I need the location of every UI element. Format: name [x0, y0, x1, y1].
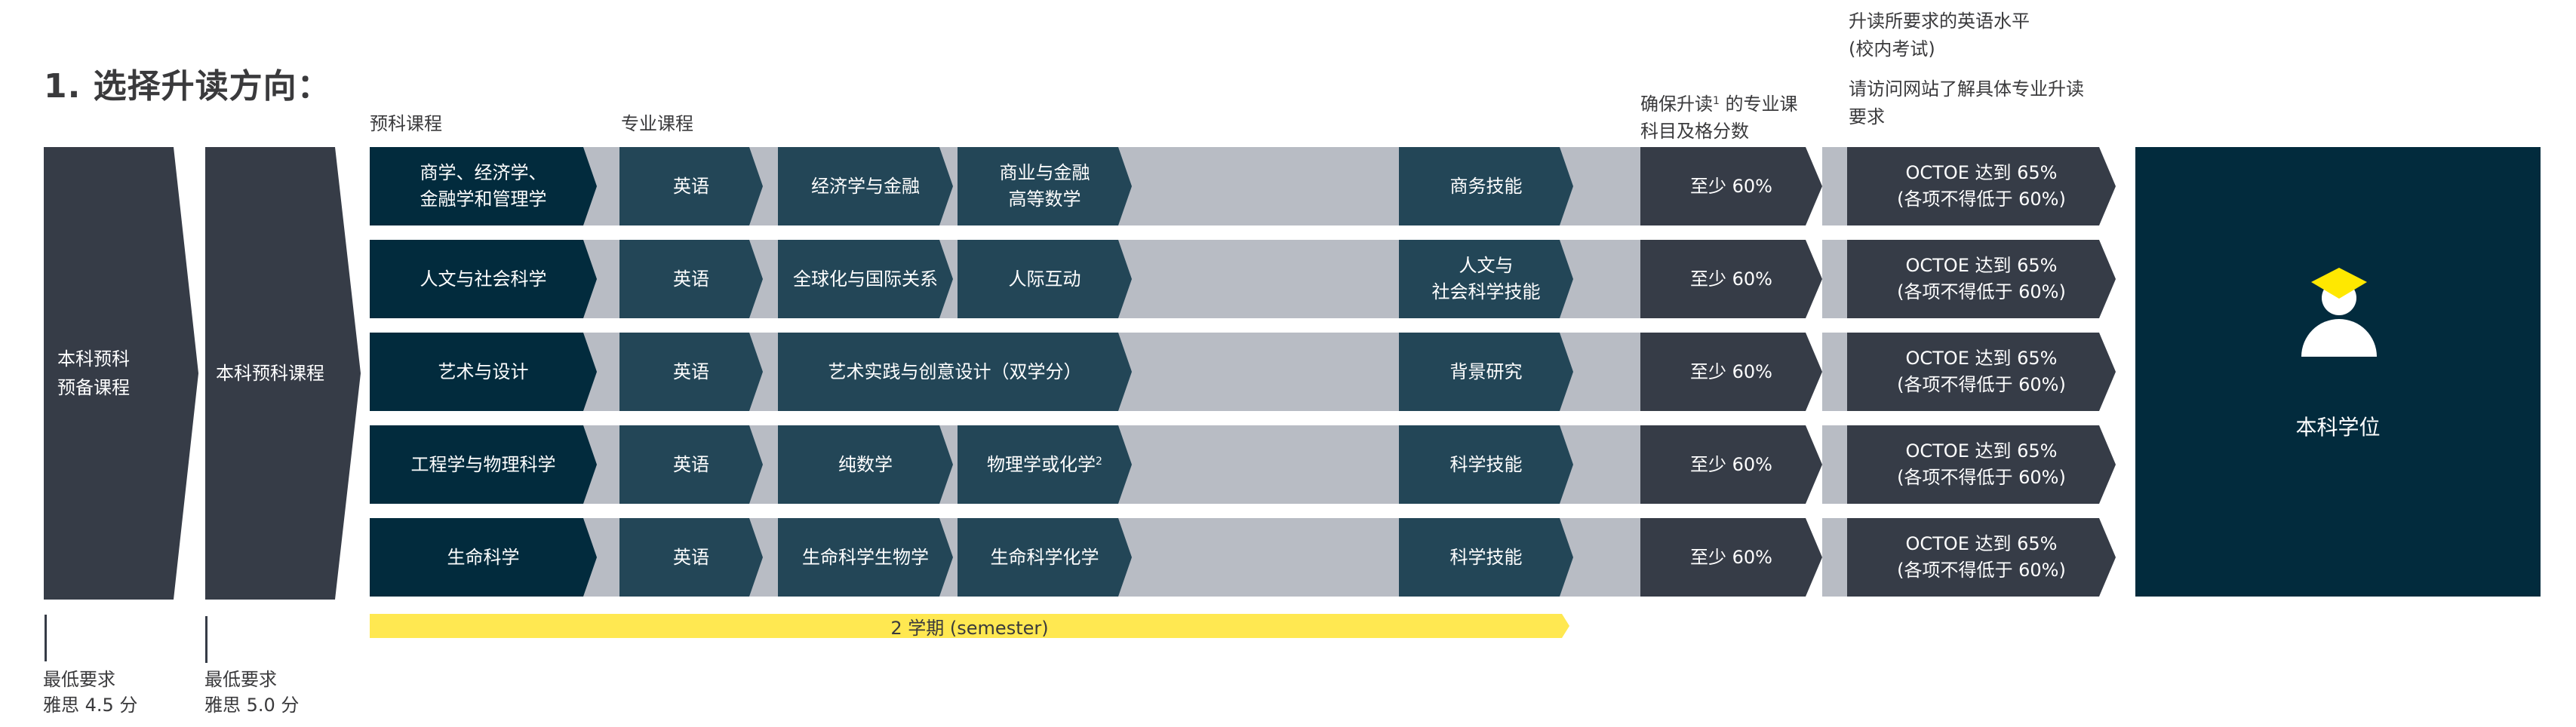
pathway-row-business[interactable]: 商学、经济学、金融学和管理学 英语 经济学与金融 商业与金融高等数学 商务技能 … [370, 147, 2135, 225]
requirement-pre-foundation: 最低要求 雅思 4.5 分 [43, 669, 138, 716]
header-foundation: 预科课程 [370, 113, 442, 134]
skills-module[interactable]: 背景研究 [1399, 333, 1573, 411]
english-requirement-box: OCTOE 达到 65%(各项不得低于 60%) [1847, 333, 2116, 411]
header-english-requirement: 升读所要求的英语水平 (校内考试) 请访问网站了解具体专业升读 要求 [1849, 11, 2084, 127]
pass-mark-box: 至少 60% [1640, 425, 1822, 504]
pathway-row-life-sciences[interactable]: 生命科学 英语 生命科学生物学 生命科学化学 科学技能 至少 60% OCTOE… [370, 518, 2135, 597]
row-band [1822, 147, 1849, 225]
module-english[interactable]: 英语 [619, 425, 763, 504]
header-pass-mark: 确保升读1 的专业课 科目及格分数 [1640, 94, 1798, 142]
pathway-row-humanities[interactable]: 人文与社会科学 英语 全球化与国际关系 人际互动 人文与社会科学技能 至少 60… [370, 240, 2135, 318]
skills-module[interactable]: 人文与社会科学技能 [1399, 240, 1573, 318]
requirement-foundation: 最低要求 雅思 5.0 分 [204, 669, 300, 716]
page-title: 1. 选择升读方向： [44, 67, 331, 106]
pathway-box[interactable]: 工程学与物理科学 [370, 425, 597, 504]
module-1[interactable]: 生命科学生物学 [778, 518, 953, 597]
module-english[interactable]: 英语 [619, 147, 763, 225]
module-2[interactable]: 生命科学化学 [958, 518, 1132, 597]
module-2[interactable]: 人际互动 [958, 240, 1132, 318]
english-requirement-box: OCTOE 达到 65%(各项不得低于 60%) [1847, 518, 2116, 597]
row-band [1822, 333, 1849, 411]
pathway-row-engineering[interactable]: 工程学与物理科学 英语 纯数学 物理学或化学2 科学技能 至少 60% OCTO… [370, 425, 2135, 504]
row-band [1822, 240, 1849, 318]
pathway-row-art-design[interactable]: 艺术与设计 英语 艺术实践与创意设计（双学分） 背景研究 至少 60% OCTO… [370, 333, 2135, 411]
skills-module[interactable]: 科学技能 [1399, 518, 1573, 597]
row-band [1822, 518, 1849, 597]
pass-mark-box: 至少 60% [1640, 240, 1822, 318]
module-english[interactable]: 英语 [619, 240, 763, 318]
pass-mark-box: 至少 60% [1640, 147, 1822, 225]
english-requirement-box: OCTOE 达到 65%(各项不得低于 60%) [1847, 425, 2116, 504]
skills-module[interactable]: 商务技能 [1399, 147, 1573, 225]
pathway-box[interactable]: 人文与社会科学 [370, 240, 597, 318]
stage-pre-foundation: 本科预科 预备课程 [44, 147, 198, 600]
degree-label: 本科学位 [2295, 415, 2381, 440]
row-band [1822, 425, 1849, 504]
stage-foundation: 本科预科课程 [205, 147, 361, 600]
module-2[interactable]: 物理学或化学2 [958, 425, 1132, 504]
duration-bar: 2 学期 (semester) [370, 614, 1569, 638]
english-requirement-box: OCTOE 达到 65%(各项不得低于 60%) [1847, 240, 2116, 318]
header-specialist: 专业课程 [621, 113, 693, 134]
module-double-credit[interactable]: 艺术实践与创意设计（双学分） [778, 333, 1132, 411]
graduate-icon [2301, 268, 2377, 357]
module-english[interactable]: 英语 [619, 333, 763, 411]
pathway-box[interactable]: 商学、经济学、金融学和管理学 [370, 147, 597, 225]
requirement-marker-line [45, 615, 47, 661]
module-1[interactable]: 全球化与国际关系 [778, 240, 953, 318]
english-requirement-box: OCTOE 达到 65%(各项不得低于 60%) [1847, 147, 2116, 225]
pass-mark-box: 至少 60% [1640, 333, 1822, 411]
module-1[interactable]: 纯数学 [778, 425, 953, 504]
module-2[interactable]: 商业与金融高等数学 [958, 147, 1132, 225]
module-english[interactable]: 英语 [619, 518, 763, 597]
pathway-box[interactable]: 生命科学 [370, 518, 597, 597]
pass-mark-box: 至少 60% [1640, 518, 1822, 597]
pathway-box[interactable]: 艺术与设计 [370, 333, 597, 411]
requirement-marker-line [205, 616, 207, 663]
skills-module[interactable]: 科学技能 [1399, 425, 1573, 504]
module-1[interactable]: 经济学与金融 [778, 147, 953, 225]
degree-panel: 本科学位 [2135, 147, 2541, 597]
